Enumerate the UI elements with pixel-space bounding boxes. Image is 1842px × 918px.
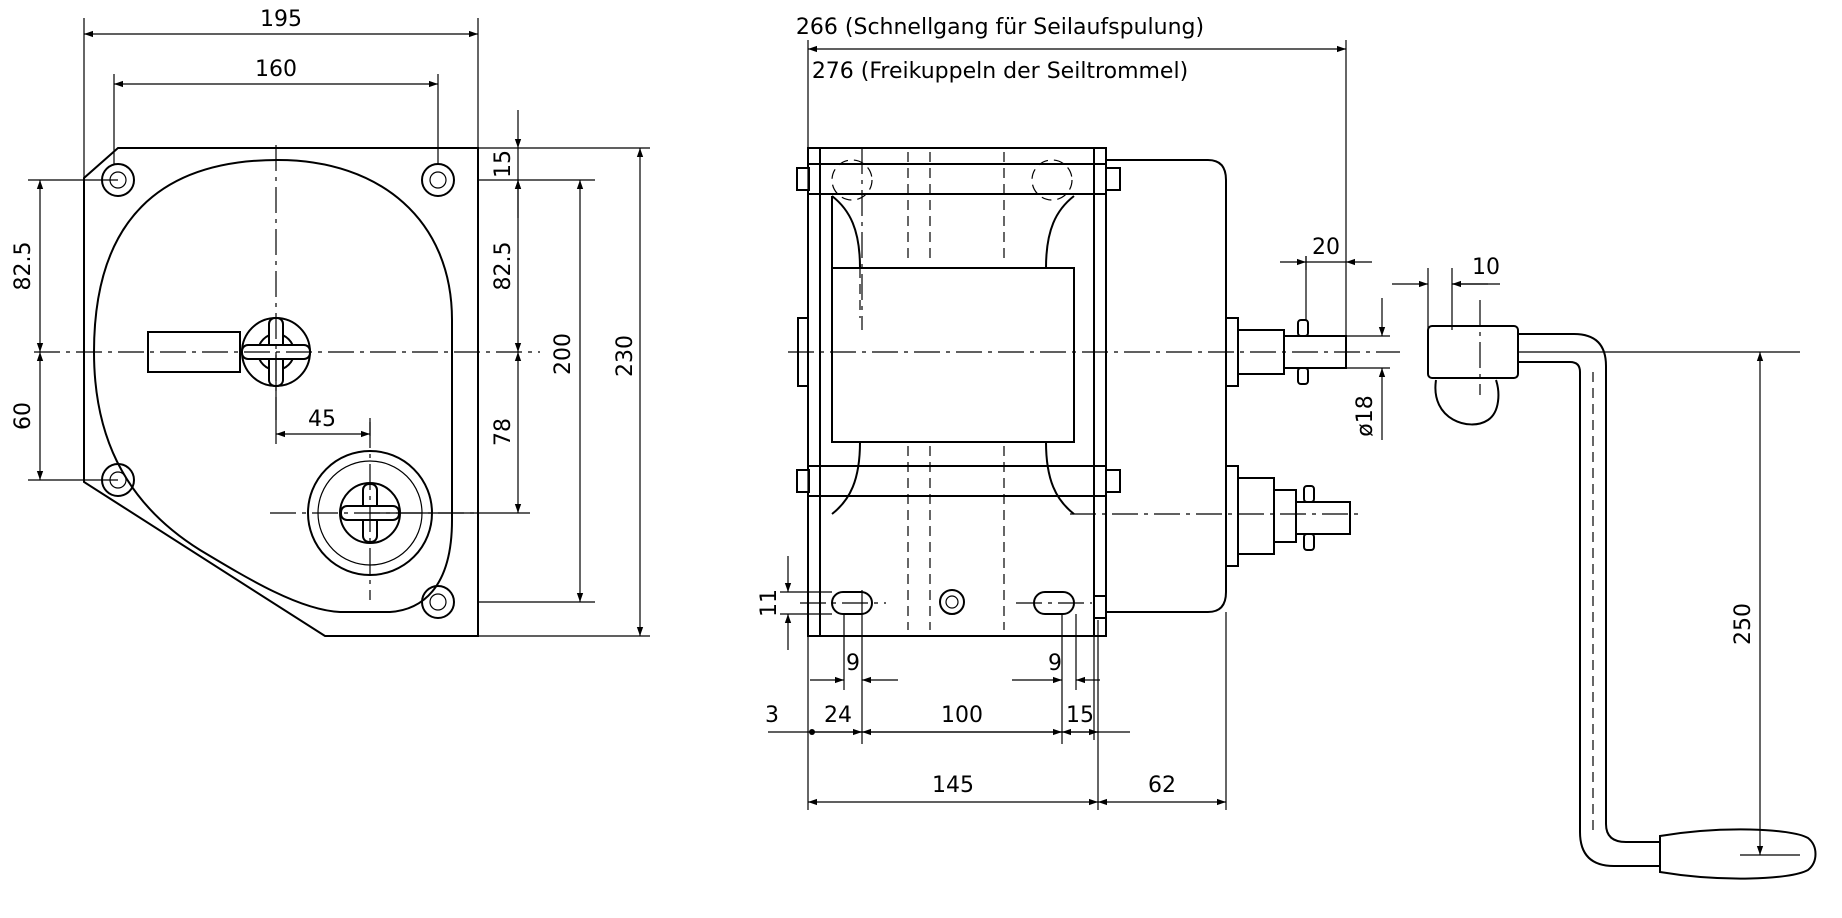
dim-15-side: 15	[1066, 703, 1094, 728]
dim-24: 24	[824, 703, 852, 728]
lower-output-shaft-hub	[1237, 477, 1275, 555]
dim-200: 200	[551, 333, 576, 375]
housing-cover	[92, 158, 453, 613]
dim-3: 3	[765, 703, 779, 728]
dim-62: 62	[1148, 773, 1176, 798]
front-view: 195 160 82.5 60 15 82.5 78 200 230 45	[11, 7, 650, 637]
center-bolt	[939, 589, 965, 615]
bolt-top-right	[421, 163, 455, 197]
upper-tie-rod	[807, 163, 1107, 195]
note-266-fast-speed: 266 (Schnellgang für Seilaufspulung)	[796, 15, 1204, 40]
dim-82-5-right: 82.5	[491, 242, 516, 291]
dim-diameter-18: ø18	[1353, 395, 1378, 436]
lower-output-shaft	[1295, 501, 1351, 535]
side-view: 266 (Schnellgang für Seilaufspulung) 276…	[757, 15, 1400, 810]
dim-145: 145	[932, 773, 974, 798]
base-plate	[83, 147, 479, 637]
dim-15-front: 15	[491, 150, 516, 178]
dim-230: 230	[613, 335, 638, 377]
dim-20: 20	[1312, 235, 1340, 260]
dim-60: 60	[11, 402, 36, 430]
crank-arm	[1518, 333, 1661, 867]
dim-195: 195	[260, 7, 302, 32]
dim-45: 45	[308, 407, 336, 432]
lower-tie-rod	[807, 465, 1107, 497]
dim-78: 78	[491, 418, 516, 446]
rope-drum	[831, 267, 1075, 443]
dim-100: 100	[941, 703, 983, 728]
note-276-freewheel: 276 (Freikuppeln der Seiltrommel)	[812, 59, 1188, 84]
dim-160: 160	[255, 57, 297, 82]
dim-82-5-left: 82.5	[11, 242, 36, 291]
dim-9-left: 9	[846, 651, 860, 676]
dim-9-right: 9	[1048, 651, 1062, 676]
crank-grip	[1659, 828, 1817, 880]
crank-handle: 10 250	[1392, 255, 1817, 880]
dim-10: 10	[1472, 255, 1500, 280]
dim-11: 11	[757, 589, 782, 617]
bolt-bottom-right	[421, 585, 455, 619]
crank-socket	[1427, 325, 1519, 379]
crank-clip	[1434, 379, 1500, 426]
gearbox-housing	[1106, 159, 1227, 613]
dim-250: 250	[1731, 603, 1756, 645]
